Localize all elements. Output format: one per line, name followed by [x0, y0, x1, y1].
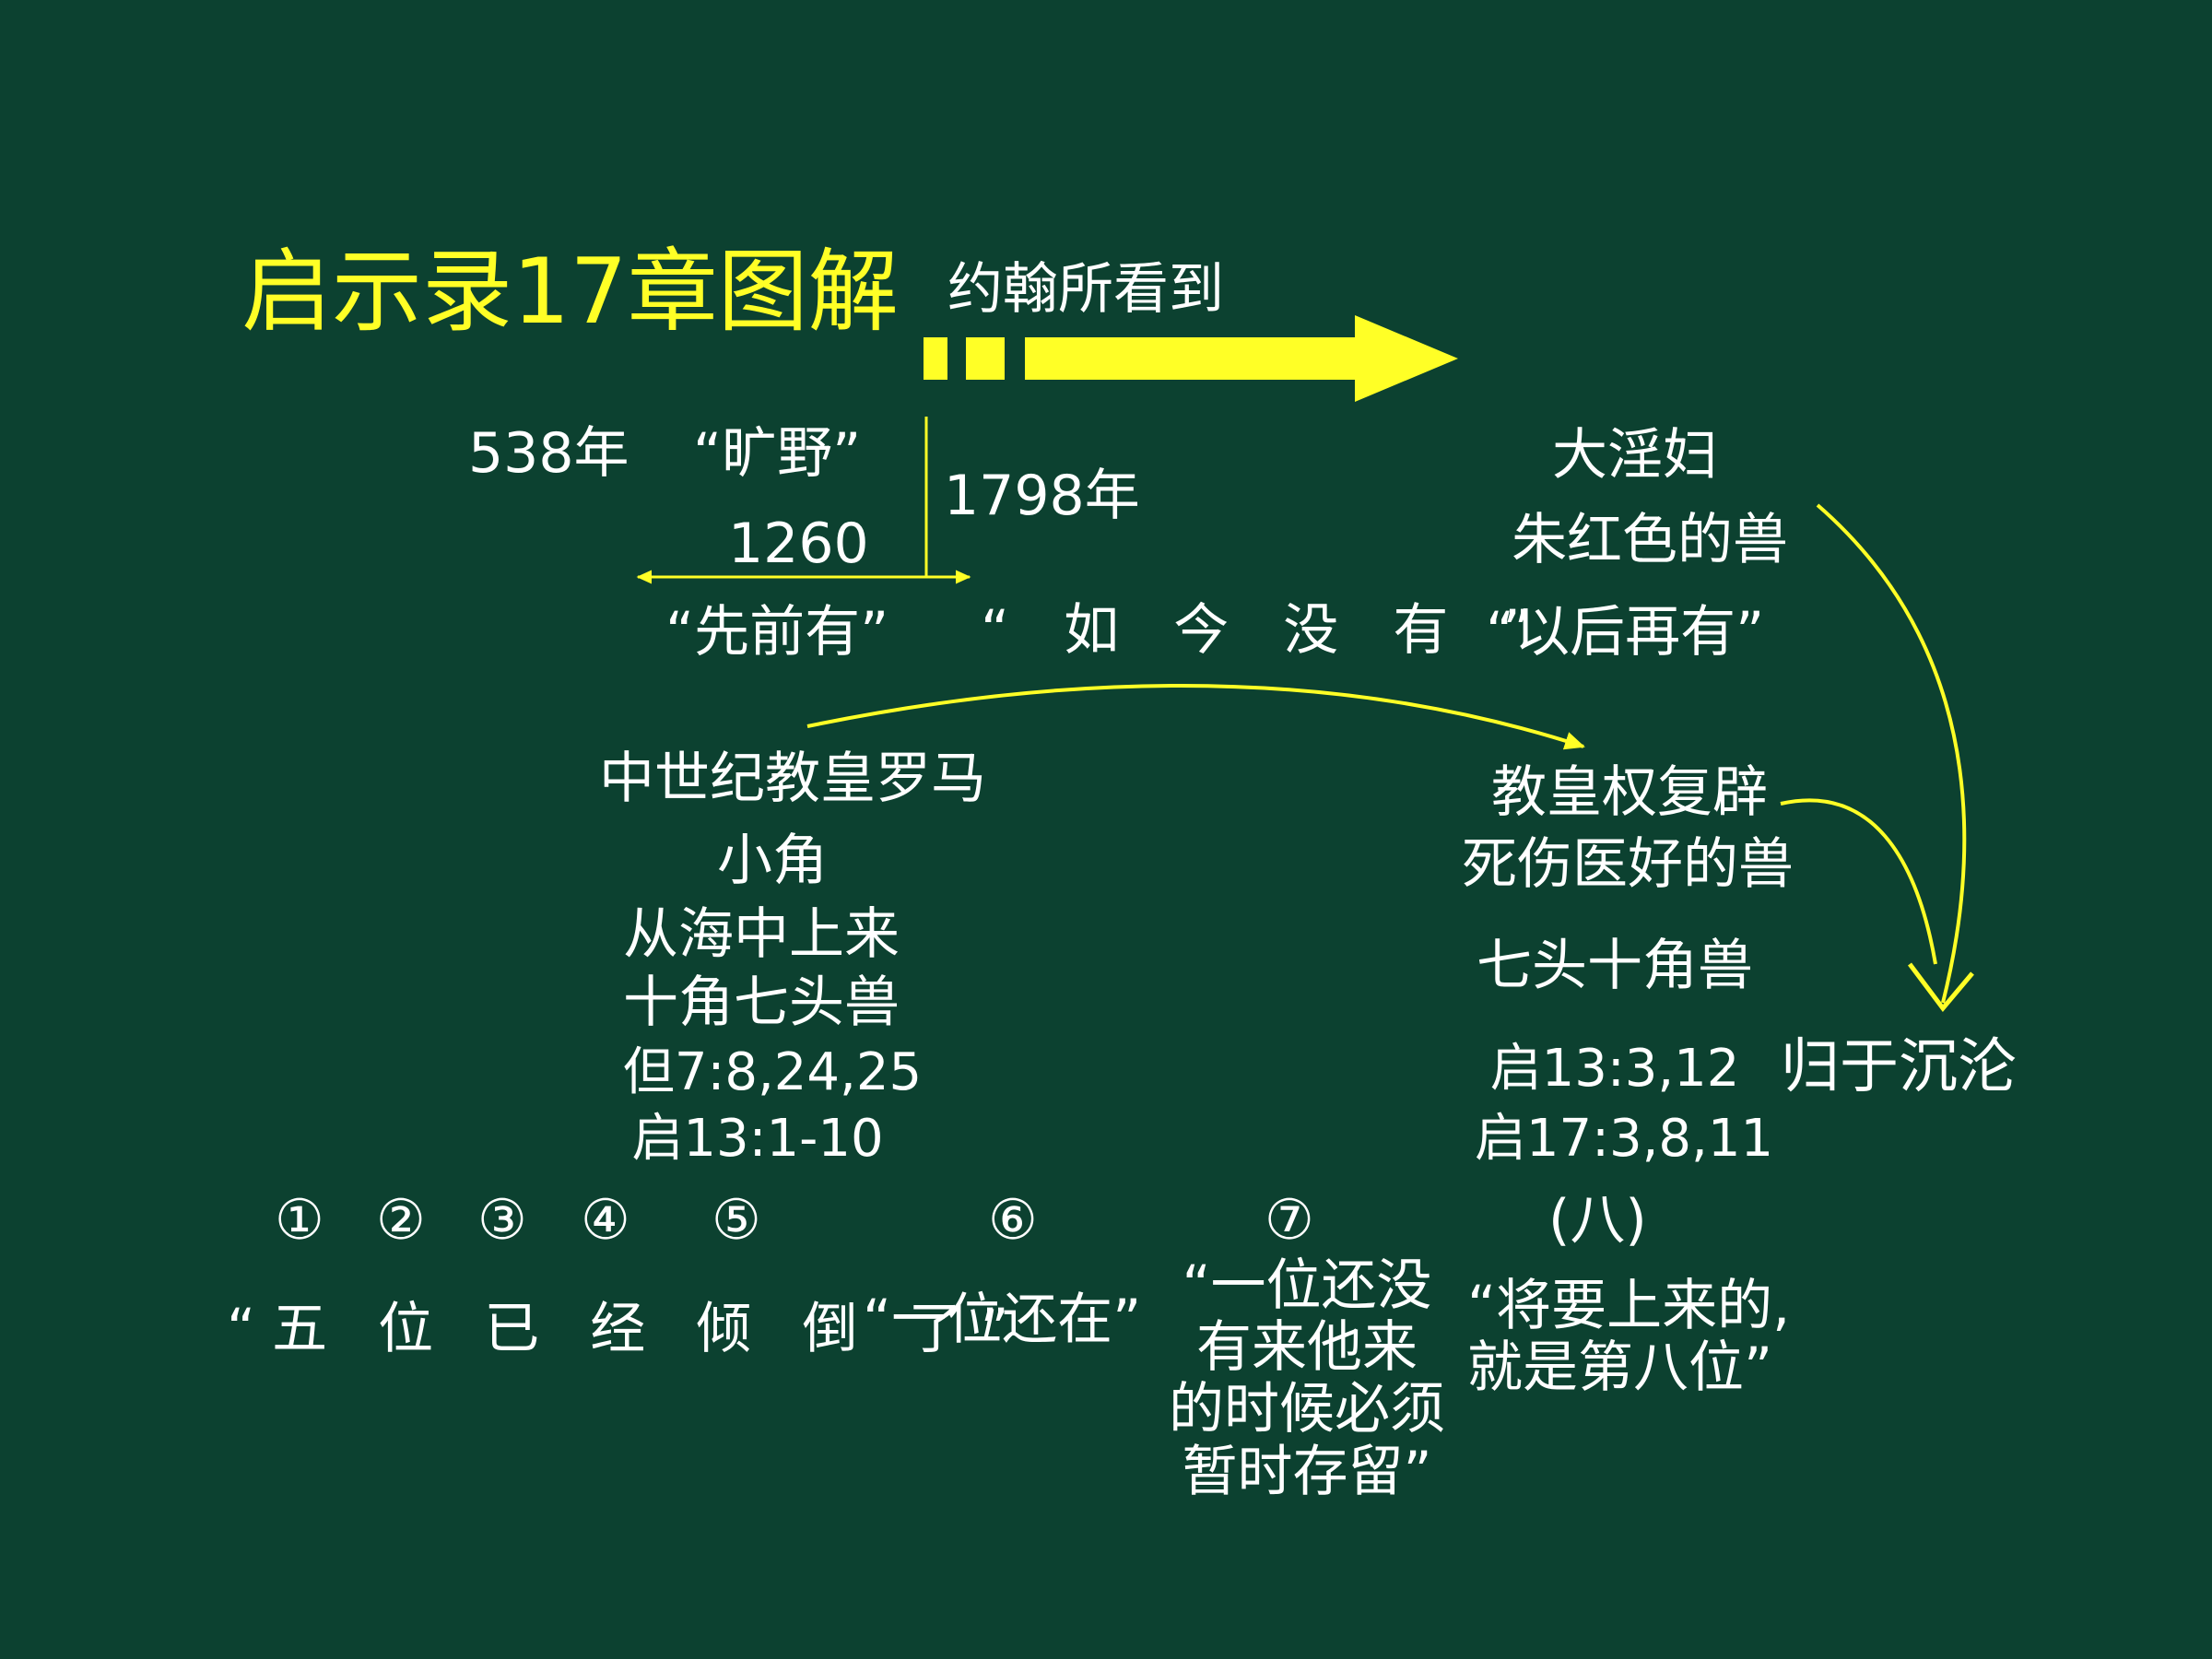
perdition-arrowhead-1	[1908, 962, 1974, 1013]
arrow-head	[1355, 315, 1458, 402]
king-3: ③	[477, 1188, 527, 1253]
king-5: ⑤	[712, 1188, 761, 1253]
big-arrow	[924, 315, 1458, 402]
phase-will-be: “以后再有”	[1486, 600, 1765, 665]
great-harlot-label: 大淫妇	[1552, 423, 1718, 488]
phase-is-not: “ 如 今 没 有 ”	[981, 598, 1550, 663]
period-label: 1260	[728, 512, 869, 576]
revelation-17-ref: 启17:3,8,11	[1474, 1109, 1774, 1169]
papacy-restored-label: 教皇权复辟	[1491, 760, 1768, 825]
revelation-13-3-ref: 启13:3,12	[1489, 1039, 1740, 1099]
year-start-label: 538年	[468, 421, 629, 486]
king-7: ⑦	[1265, 1188, 1314, 1253]
king-1: ①	[275, 1188, 324, 1253]
healed-beast-label: 死伤医好的兽	[1462, 832, 1794, 897]
restoration-curve-arrow	[806, 684, 1585, 750]
king-4: ④	[581, 1188, 630, 1253]
seventh-king-label: “一位还没 有来他来 的时候必须 暂时存留”	[1169, 1253, 1445, 1504]
ten-horn-beast-label: 十角七头兽	[623, 971, 900, 1035]
king-2: ②	[376, 1188, 426, 1253]
five-fallen-label: “五 位 已 经 倾 倒 了”	[227, 1297, 1026, 1361]
arrow-dash-2	[966, 337, 1005, 380]
arrow-dash-1	[924, 337, 947, 380]
scarlet-beast-label: 朱红色的兽	[1512, 508, 1788, 572]
seen-label: 约翰所看到	[947, 257, 1224, 322]
daniel-ref: 但7:8,24,25	[622, 1042, 923, 1102]
little-horn-label: 小角	[717, 829, 828, 893]
arrow-shaft	[1025, 337, 1362, 380]
page-title: 启示录17章图解	[241, 240, 899, 345]
medieval-papal-rome-label: 中世纪教皇罗马	[599, 747, 986, 811]
from-sea-label: 从海中上来	[623, 902, 900, 967]
seven-head-beast-label: 七头十角兽	[1477, 934, 1753, 998]
papacy-to-perdition-arrow	[1780, 798, 1937, 965]
perdition-label: 归于沉沦	[1781, 1033, 2017, 1101]
eighth-king-label: “将要上来的, 就是第八位”	[1467, 1274, 1791, 1401]
harlot-to-perdition-arrow	[1816, 503, 1967, 1004]
year-end-label: 1798年	[944, 464, 1140, 528]
wilderness-label: “旷野”	[693, 421, 862, 486]
king-6: ⑥	[988, 1188, 1038, 1253]
phase-was: “先前有”	[665, 600, 889, 665]
king-8: (八)	[1548, 1188, 1647, 1253]
one-is-label: “一位还在”	[863, 1288, 1142, 1352]
revelation-13-ref: 启13:1-10	[631, 1109, 884, 1169]
